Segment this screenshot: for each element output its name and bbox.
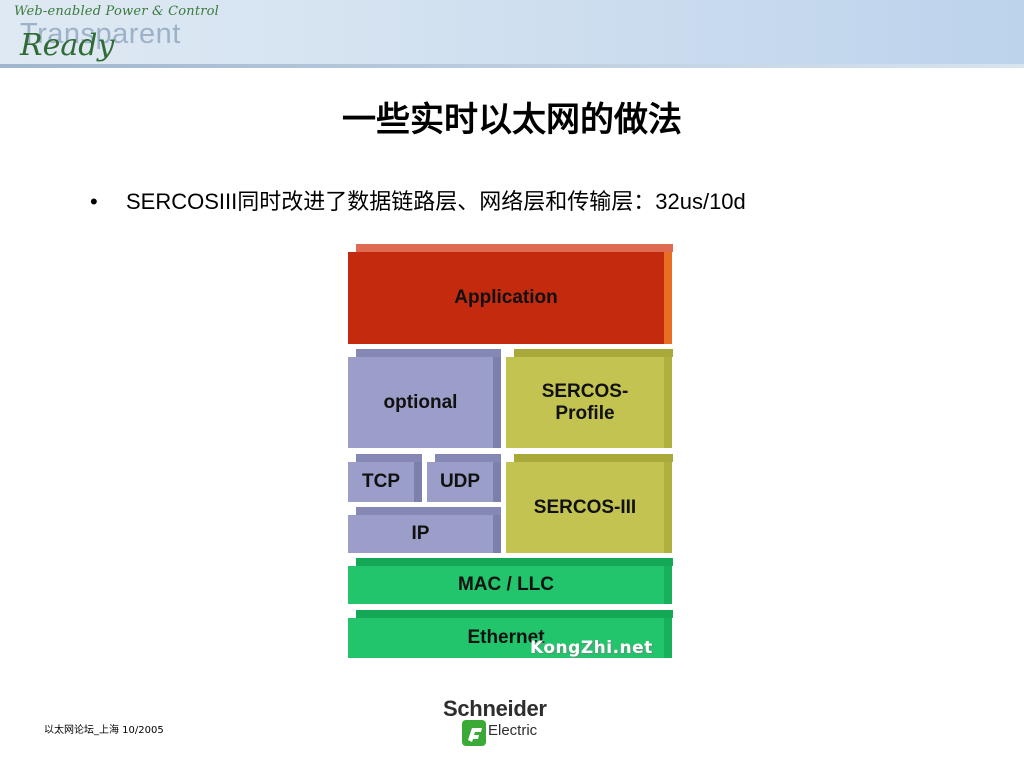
mac-llc-side-edge xyxy=(664,566,672,604)
sercos-profile-line1: SERCOS- xyxy=(541,380,629,402)
layer-udp-label: UDP xyxy=(439,471,481,493)
layer-udp: UDP xyxy=(427,462,493,502)
brand-ready: Ready xyxy=(20,28,115,63)
udp-top-edge xyxy=(435,454,501,462)
ip-side-edge xyxy=(493,515,501,553)
layer-optional: optional xyxy=(348,357,493,448)
logo-electric: Electric xyxy=(488,722,538,739)
brand-transparent: Transparent xyxy=(20,18,181,50)
ip-top-edge xyxy=(356,507,501,515)
layer-sercos-iii: SERCOS-III xyxy=(506,462,664,553)
layer-sercos-profile: SERCOS-Profile xyxy=(506,357,664,448)
sercos-iii-side-edge xyxy=(664,462,672,553)
footer-text: 以太网论坛_上海 10/2005 xyxy=(44,725,164,736)
schneider-logo-icon xyxy=(462,720,486,746)
tcp-side-edge xyxy=(414,462,422,502)
application-side-edge xyxy=(664,252,672,344)
sercos-profile-side-edge xyxy=(664,357,672,448)
optional-top-edge xyxy=(356,349,501,357)
layer-ip-label: IP xyxy=(411,523,430,545)
layer-mac-llc: MAC / LLC xyxy=(348,566,664,604)
tcp-top-edge xyxy=(356,454,422,462)
layer-tcp: TCP xyxy=(348,462,414,502)
optional-side-edge xyxy=(493,357,501,448)
logo-schneider: Schneider xyxy=(443,696,547,721)
layer-mac-llc-label: MAC / LLC xyxy=(457,574,555,596)
layer-ethernet-label: Ethernet xyxy=(467,627,545,649)
watermark: KongZhi.net xyxy=(530,638,653,658)
bullet-item: • SERCOSIII同时改进了数据链路层、网络层和传输层：32us/10d xyxy=(90,184,746,216)
layer-application-label: Application xyxy=(454,287,558,309)
bullet-text: SERCOSIII同时改进了数据链路层、网络层和传输层：32us/10d xyxy=(126,189,746,214)
header-band xyxy=(0,0,1024,68)
layer-tcp-label: TCP xyxy=(362,471,400,493)
layer-optional-label: optional xyxy=(383,391,458,413)
application-top-edge xyxy=(356,244,673,252)
mac-llc-top-edge xyxy=(356,558,673,566)
sercos-profile-line2: Profile xyxy=(555,402,615,424)
layer-ip: IP xyxy=(348,515,493,553)
sercos-iii-top-edge xyxy=(514,454,673,462)
slide-title: 一些实时以太网的做法 xyxy=(342,100,682,140)
bullet-dot: • xyxy=(90,189,98,214)
ethernet-top-edge xyxy=(356,610,673,618)
layer-application: Application xyxy=(348,252,664,344)
layer-ethernet: Ethernet xyxy=(348,618,664,658)
header-divider xyxy=(0,64,1024,68)
layer-sercos-iii-label: SERCOS-III xyxy=(533,496,637,518)
sercos-profile-top-edge xyxy=(514,349,673,357)
udp-side-edge xyxy=(493,462,501,502)
ethernet-side-edge xyxy=(664,618,672,658)
layer-sercos-profile-label: SERCOS-Profile xyxy=(542,381,629,425)
brand-tagline: Web-enabled Power & Control xyxy=(14,4,220,19)
